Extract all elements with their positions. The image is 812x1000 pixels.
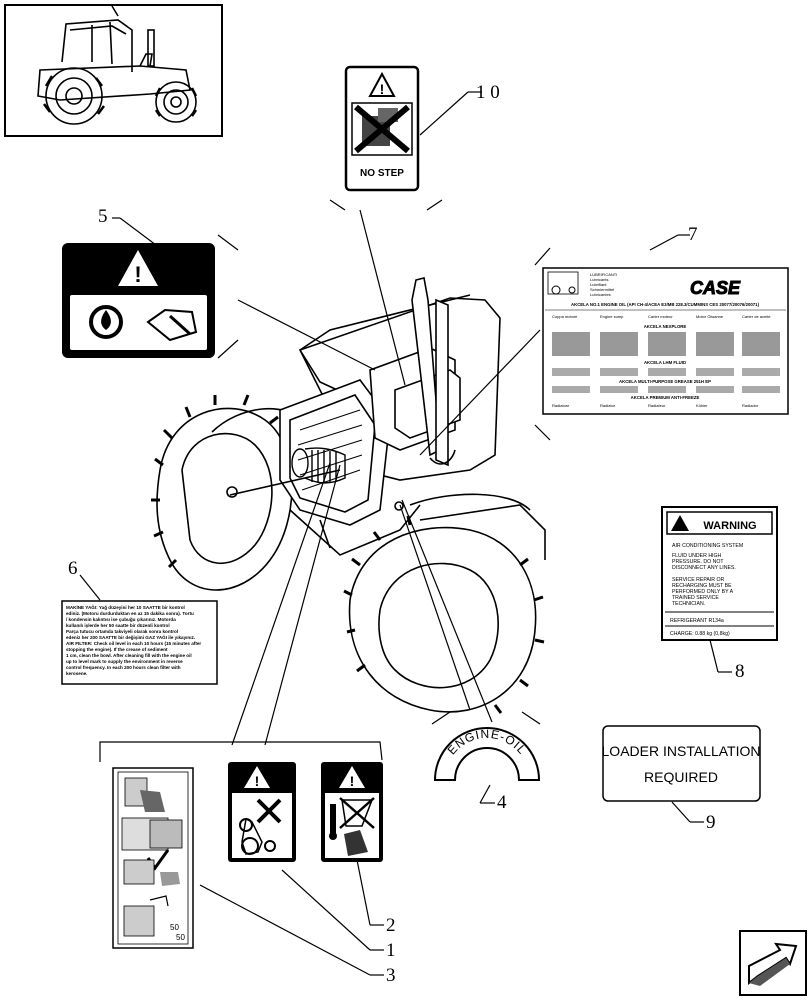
tr-line-0: MAKİNE YAĞI: Yağ düzeyini her 10 SAATTE … bbox=[66, 603, 185, 610]
decal-oil-instructions: MAKİNE YAĞI: Yağ düzeyini her 10 SAATTE … bbox=[61, 600, 218, 685]
lub-row5-3: Kühler bbox=[696, 403, 708, 408]
decal-ac-warning: ! WARNING AIR CONDITIONING SYSTEM FLUID … bbox=[661, 506, 778, 641]
lub-header-4: Schmiermittel bbox=[590, 287, 614, 292]
ac-line-0: AIR CONDITIONING SYSTEM bbox=[672, 543, 743, 549]
callout-8: 8 bbox=[735, 661, 745, 682]
lub-header-1: LUBRIFICANTI bbox=[590, 272, 617, 277]
callout-6: 6 bbox=[68, 558, 78, 579]
svg-text:50: 50 bbox=[176, 933, 185, 942]
lub-sec5: AKCELA PREMIUM ANTI-FREEZE bbox=[631, 395, 700, 400]
svg-text:!: ! bbox=[255, 773, 260, 789]
lub-row1-2: Carter moteur bbox=[648, 314, 673, 319]
tr-line-3: kullanılı işlerde her 50 saatte bir düze… bbox=[66, 623, 170, 628]
svg-text:!: ! bbox=[134, 262, 141, 287]
tr-line-9: up to level mark to supply the environme… bbox=[66, 659, 183, 664]
tr-line-8: 1 cm, clean the bowl. After cleaning fil… bbox=[66, 653, 192, 658]
ac-charge: CHARGE: 0.88 kg (0,8kg) bbox=[670, 631, 730, 637]
tr-line-10: control frequency. In each 200 hours cle… bbox=[66, 665, 181, 670]
tr-line-7: stopping the engine). If the crease of s… bbox=[66, 647, 168, 652]
callout-10: 1 0 bbox=[476, 82, 500, 103]
lub-row5-1: Radiator bbox=[600, 403, 616, 408]
tr-line-5: edeniz her 200 SAATTE bir değişimi GAZ Y… bbox=[66, 633, 195, 640]
lub-header-5: Lubricantes bbox=[590, 292, 611, 297]
lub-sec3: AKCELA LHM FLUID bbox=[644, 360, 686, 365]
callout-3: 3 bbox=[386, 965, 396, 986]
lub-sec2: AKCELA NEXPLORE bbox=[644, 324, 687, 329]
ac-warning-header: WARNING bbox=[703, 520, 756, 532]
lub-row5-0: Radiatore bbox=[552, 403, 570, 408]
decal-loader: LOADER INSTALLATION REQUIRED bbox=[602, 725, 761, 802]
tractor-thumbnail bbox=[4, 4, 223, 137]
case-brand: CASE bbox=[690, 278, 741, 298]
svg-text:!: ! bbox=[350, 773, 355, 789]
svg-text:!: ! bbox=[678, 522, 681, 533]
decal-belt-warning: ! bbox=[228, 762, 296, 862]
lub-title: AKCELA NO.1 ENGINE OIL (API CH-4/ACEA E3… bbox=[571, 302, 760, 307]
lub-row5-2: Radiateur bbox=[648, 403, 666, 408]
lub-row1-1: Engine sump bbox=[600, 314, 624, 319]
tr-line-11: kerosene. bbox=[66, 671, 87, 676]
leader-lines bbox=[79, 91, 732, 976]
callout-9: 9 bbox=[706, 812, 716, 833]
callout-4: 4 bbox=[497, 792, 507, 813]
lub-row5-4: Radiador bbox=[742, 403, 759, 408]
lub-row1-4: Carter de aceite bbox=[742, 314, 771, 319]
ac-line-5: RECHARGING MUST BE bbox=[672, 583, 732, 589]
lub-header-3: Lubrifiant bbox=[590, 282, 607, 287]
decal-lubricant-chart: CASE LUBRIFICANTI Lubricants Lubrifiant … bbox=[542, 267, 789, 415]
decal-engine-oil: ENGINE-OIL bbox=[433, 727, 541, 781]
callout-2: 2 bbox=[386, 915, 396, 936]
ac-line-1: FLUID UNDER HIGH bbox=[672, 553, 722, 559]
decal-warning-manual: ! bbox=[62, 243, 215, 358]
tractor-main-drawing bbox=[151, 277, 546, 714]
ac-refrigerant: REFRIGERANT R134a bbox=[670, 618, 724, 624]
tr-line-1: ediniz. (Motoru durdurduktan en az 15 da… bbox=[66, 611, 194, 616]
svg-text:!: ! bbox=[380, 81, 385, 97]
svg-text:50: 50 bbox=[170, 923, 179, 932]
loader-line-2: REQUIRED bbox=[644, 769, 718, 785]
lub-row1-0: Coppa motore bbox=[552, 314, 578, 319]
tr-line-6: AIR FILTER: Check oil level in each 10 h… bbox=[66, 641, 201, 646]
ac-line-6: PERFORMED ONLY BY A bbox=[672, 589, 734, 595]
tr-line-2: / kondensin kalıntısı ise çubuğu çıkarın… bbox=[66, 617, 176, 622]
ac-line-2: PRESSURE. DO NOT bbox=[672, 559, 724, 565]
ac-line-4: SERVICE REPAIR OR bbox=[672, 577, 725, 583]
lub-row1-3: Motor Ölwanne bbox=[696, 314, 724, 319]
decal-illustrated-instructions: 50 50 bbox=[112, 767, 194, 949]
decal-coolant-warning: ! bbox=[321, 762, 383, 862]
callout-numbers: 1 0 5 7 6 8 4 9 2 1 3 bbox=[68, 82, 745, 986]
lub-sec4: AKCELA MULTI-PURPOSE GREASE 251H EP bbox=[619, 379, 711, 384]
callout-1: 1 bbox=[386, 940, 396, 961]
ac-line-3: DISCONNECT ANY LINES. bbox=[672, 565, 736, 571]
tr-line-4: Parça tutucu ortamda takviyeli olarak so… bbox=[66, 629, 178, 634]
ac-line-8: TECHNICIAN. bbox=[672, 601, 705, 607]
no-step-text: NO STEP bbox=[360, 168, 404, 179]
decal-no-step: ! NO STEP bbox=[344, 65, 420, 192]
callout-7: 7 bbox=[688, 224, 698, 245]
loader-line-1: LOADER INSTALLATION bbox=[602, 743, 761, 759]
lub-header-2: Lubricants bbox=[590, 277, 608, 282]
next-page-arrow-icon[interactable] bbox=[739, 930, 807, 996]
callout-5: 5 bbox=[98, 206, 108, 227]
ac-line-7: TRAINED SERVICE bbox=[672, 595, 719, 601]
